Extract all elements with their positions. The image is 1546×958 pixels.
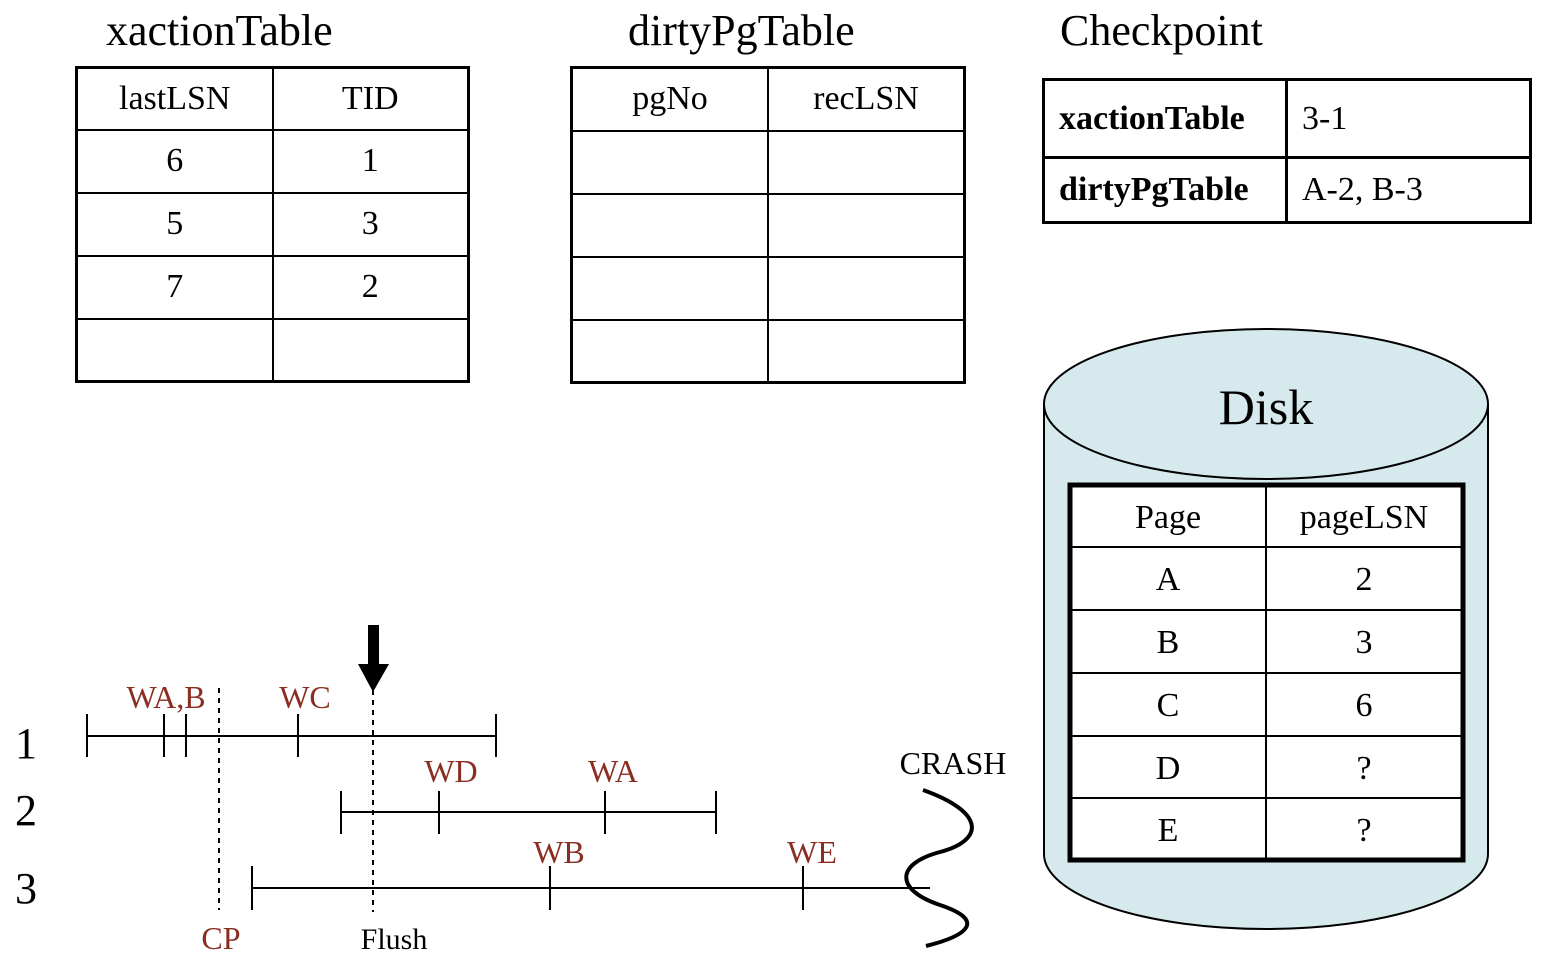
table-row	[570, 318, 966, 384]
disk-table: Page pageLSN A 2 B 3 C 6 D ? E ?	[1067, 482, 1466, 863]
header-pagelsn: pageLSN	[1300, 499, 1428, 536]
disk-pagelsn: ?	[1356, 812, 1371, 849]
table-cell	[570, 192, 769, 258]
transaction-label-2: 2	[15, 786, 37, 835]
header-tid: TID	[271, 66, 470, 131]
table-cell: 7	[75, 254, 274, 320]
table-row	[570, 255, 966, 321]
disk-top	[1043, 328, 1489, 480]
event-label: WA	[588, 753, 638, 789]
table-cell	[767, 129, 966, 195]
table-cell	[570, 318, 769, 384]
disk-page: D	[1156, 750, 1181, 787]
header-pgno: pgNo	[570, 66, 769, 132]
disk-pagelsn: 6	[1356, 687, 1373, 724]
checkpoint-row: xactionTable 3-1	[1042, 78, 1532, 159]
table-cell: 1	[271, 128, 470, 194]
event-label: WE	[787, 834, 837, 870]
checkpoint-row: dirtyPgTable A-2, B-3	[1042, 156, 1532, 224]
event-label: WA,B	[126, 679, 205, 715]
disk-page: E	[1158, 812, 1179, 849]
table-cell	[271, 317, 470, 383]
table-cell	[767, 192, 966, 258]
table-row	[570, 192, 966, 258]
event-label: WB	[533, 834, 585, 870]
disk-title: Disk	[1219, 379, 1313, 435]
table-cell: 2	[271, 254, 470, 320]
header-reclsn: recLSN	[767, 66, 966, 132]
disk-pagelsn: ?	[1356, 750, 1371, 787]
table-cell: 3	[271, 191, 470, 257]
checkpoint-value: 3-1	[1285, 78, 1532, 159]
transaction-label-3: 3	[15, 864, 37, 913]
crash-squiggle-icon	[904, 788, 974, 948]
checkpoint-table: xactionTable 3-1 dirtyPgTable A-2, B-3	[1042, 78, 1532, 224]
checkpoint-title: Checkpoint	[1060, 6, 1263, 55]
dirty-pg-table: pgNo recLSN	[570, 66, 966, 384]
header-page: Page	[1135, 499, 1201, 536]
transaction-label-1: 1	[15, 719, 37, 768]
table-row: 7 2	[75, 254, 470, 320]
disk-pagelsn: 2	[1356, 561, 1373, 598]
timeline	[86, 688, 930, 912]
checkpoint-key: dirtyPgTable	[1042, 156, 1288, 224]
flush-marker-label: Flush	[361, 923, 428, 956]
xaction-table: lastLSN TID 6 1 5 3 7 2	[75, 66, 470, 383]
table-cell	[767, 318, 966, 384]
event-label: WC	[279, 679, 331, 715]
table-row	[570, 129, 966, 195]
table-row: 6 1	[75, 128, 470, 194]
event-label: WD	[424, 753, 477, 789]
disk-pagelsn: 3	[1356, 624, 1373, 661]
table-row	[75, 317, 470, 383]
xaction-table-title: xactionTable	[106, 6, 333, 55]
header-lastlsn: lastLSN	[75, 66, 274, 131]
table-cell	[570, 255, 769, 321]
table-cell	[570, 129, 769, 195]
table-cell: 6	[75, 128, 274, 194]
checkpoint-key: xactionTable	[1042, 78, 1288, 159]
checkpoint-value: A-2, B-3	[1285, 156, 1532, 224]
dirty-pg-table-title: dirtyPgTable	[628, 6, 855, 55]
disk-page: C	[1157, 687, 1180, 724]
table-cell	[75, 317, 274, 383]
table-cell	[767, 255, 966, 321]
crash-label: CRASH	[900, 745, 1007, 781]
disk-page: B	[1157, 624, 1180, 661]
checkpoint-marker-label: CP	[201, 920, 240, 956]
table-row: 5 3	[75, 191, 470, 257]
table-cell: 5	[75, 191, 274, 257]
flush-arrow-icon	[358, 625, 389, 692]
disk-page: A	[1156, 561, 1181, 598]
